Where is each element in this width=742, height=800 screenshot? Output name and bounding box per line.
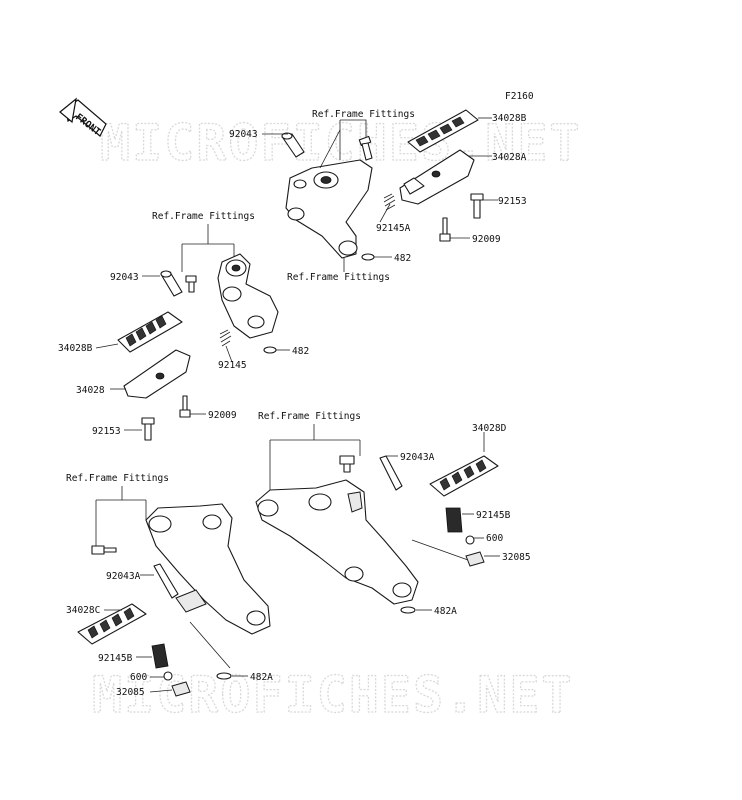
mid-left-bracket [217, 253, 279, 339]
bolt-mid [185, 275, 197, 293]
diagram-code: F2160 [505, 91, 534, 102]
ref-frame-fittings-bottom-right: Ref.Frame Fittings [258, 411, 361, 422]
pin-92043A-left [153, 563, 179, 599]
label-92145: 92145 [218, 360, 247, 371]
clip-482A-left [216, 672, 232, 680]
ref-frame-fittings-bottom-left: Ref.Frame Fittings [66, 473, 169, 484]
ref-frame-fittings-mid: Ref.Frame Fittings [152, 211, 255, 222]
label-92145B-right: 92145B [476, 510, 511, 521]
bolt-92153-mid [141, 417, 155, 441]
label-600-left: 600 [130, 672, 147, 683]
label-34028C: 34028C [66, 605, 100, 616]
pin-92043-mid [160, 270, 183, 297]
spring-92145B-right [445, 507, 463, 533]
ref-frame-fittings-top-lower: Ref.Frame Fittings [287, 272, 390, 283]
label-34028B-top: 34028B [492, 113, 527, 124]
bolt-92153-top [470, 193, 484, 219]
plate-32085-left [171, 681, 191, 697]
plate-32085-right [465, 551, 485, 567]
spring-92145B-left [151, 643, 169, 669]
bottom-left-bracket [145, 503, 271, 635]
label-482-mid: 482 [292, 346, 309, 357]
bolt-top [358, 135, 373, 161]
bolt-bottom-left [91, 545, 117, 555]
label-34028: 34028 [76, 385, 105, 396]
label-92043A-left: 92043A [106, 571, 141, 582]
label-34028B-mid: 34028B [58, 343, 93, 354]
bolt-92009-top [439, 217, 451, 242]
label-600-right: 600 [486, 533, 503, 544]
footpeg-rubber-34028B-top [407, 109, 479, 153]
clip-482-mid [263, 346, 277, 354]
spring-92145 [219, 329, 232, 347]
bottom-right-bracket [255, 479, 419, 605]
label-92153-top: 92153 [498, 196, 527, 207]
ball-600-right [465, 535, 475, 545]
clip-482-top [361, 253, 375, 261]
pin-92043-top [281, 132, 305, 158]
label-92153-mid: 92153 [92, 426, 121, 437]
clip-482A-right [400, 606, 416, 614]
label-92043-top: 92043 [229, 129, 258, 140]
label-92043A-right: 92043A [400, 452, 435, 463]
bolt-92009-mid [179, 395, 191, 418]
label-92009-top: 92009 [472, 234, 501, 245]
bolt-bottom-right [339, 455, 355, 473]
label-32085-left: 32085 [116, 687, 145, 698]
footpeg-34028 [123, 349, 191, 399]
footpeg-rubber-34028C [77, 603, 147, 645]
top-right-bracket [285, 159, 373, 259]
label-34028A: 34028A [492, 152, 527, 163]
label-32085-right: 32085 [502, 552, 531, 563]
label-92145A: 92145A [376, 223, 411, 234]
footpeg-rubber-34028D [429, 455, 499, 497]
ref-frame-fittings-top: Ref.Frame Fittings [312, 109, 415, 120]
footpeg-34028A [399, 149, 475, 205]
label-34028D: 34028D [472, 423, 507, 434]
ball-600-left [163, 671, 173, 681]
pin-92043A-right [379, 455, 403, 491]
label-482-top: 482 [394, 253, 411, 264]
label-92043-mid: 92043 [110, 272, 139, 283]
label-482A-right: 482A [434, 606, 457, 617]
label-482A-left: 482A [250, 672, 273, 683]
label-92009-mid: 92009 [208, 410, 237, 421]
label-92145B-left: 92145B [98, 653, 133, 664]
spring-92145A [383, 193, 396, 211]
front-arrow-icon: FRONT [59, 97, 107, 138]
footpeg-rubber-34028B-mid [117, 311, 183, 353]
